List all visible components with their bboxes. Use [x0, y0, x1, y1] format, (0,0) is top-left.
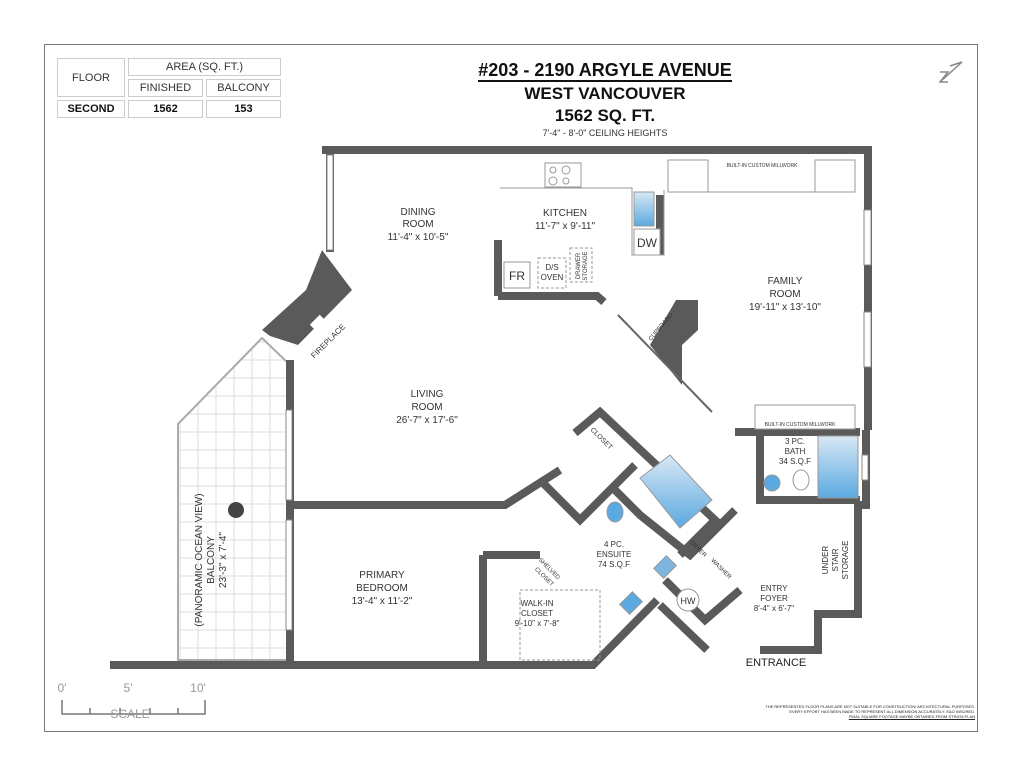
disclaimer-line-2: EVERY EFFORT HAS BEEN MADE TO REPRESENT … — [789, 709, 975, 714]
ceiling-heights: 7'-4" - 8'-0" CEILING HEIGHTS — [542, 128, 668, 138]
floor-value: SECOND — [57, 100, 125, 118]
dining-dim: 11'-4" x 10'-5" — [388, 232, 449, 243]
ensuite-toilet-icon — [606, 501, 624, 523]
millwork-label-2: BUILT-IN CUSTOM MILLWORK — [765, 422, 837, 428]
scale-tick-5: 5' — [124, 681, 133, 695]
walkin-dim: 9'-10" x 7'-8" — [515, 619, 560, 628]
fridge — [503, 261, 531, 289]
millwork — [754, 404, 856, 430]
bath-label-2: BATH — [785, 447, 806, 456]
balcony-post — [228, 502, 244, 518]
window — [863, 209, 872, 266]
ensuite-dim: 74 S.Q.F — [598, 560, 630, 569]
bath-sink-icon — [763, 474, 781, 492]
window — [861, 454, 869, 481]
foyer-label-2: FOYER — [760, 594, 788, 603]
balcony-label: BALCONY — [206, 536, 217, 584]
fireplace-label: FIREPLACE — [309, 322, 347, 360]
ensuite-sink-icon — [652, 554, 678, 580]
disclaimer-line-1: THE REPRESENTED FLOOR PLANS ARE NOT SUIT… — [765, 704, 975, 709]
ensuite-sink-icon — [618, 590, 644, 616]
address-title: #203 - 2190 ARGYLE AVENUE — [478, 60, 732, 82]
living-label-2: ROOM — [411, 402, 442, 413]
dining-label-2: ROOM — [402, 219, 433, 230]
storage-label-2: STAIR — [831, 548, 840, 571]
dishwasher — [633, 228, 661, 256]
storage-label: UNDER — [821, 546, 830, 575]
family-dim: 19'-11" x 13'-10" — [749, 302, 821, 313]
cupboard-label: CUPBOARD — [648, 312, 675, 342]
foyer-label: ENTRY — [761, 584, 789, 593]
fireplace — [262, 250, 352, 345]
balcony-dim: 23'-3" x 7'-4" — [218, 532, 229, 588]
washer-label: WASHER — [709, 558, 732, 581]
finished-value: 1562 — [128, 100, 203, 118]
balcony-value: 153 — [206, 100, 281, 118]
window — [863, 311, 872, 368]
sheet-border — [44, 44, 978, 732]
drawer-label: DRAWER — [576, 252, 582, 279]
entrance-label: ENTRANCE — [746, 657, 807, 669]
oven — [537, 257, 567, 289]
ensuite-label: 4 PC. — [604, 540, 624, 549]
drawer-storage — [569, 247, 593, 283]
storage-label-3: STORAGE — [841, 541, 850, 580]
dishwasher-label: DW — [637, 236, 658, 250]
scale-tick-10: 10' — [190, 681, 206, 695]
toilet-icon — [792, 469, 810, 491]
window — [285, 519, 293, 631]
disclaimer: THE REPRESENTED FLOOR PLANS ARE NOT SUIT… — [760, 704, 975, 719]
millwork — [814, 159, 856, 193]
closet-label: CLOSET — [589, 427, 614, 452]
kitchen-label: KITCHEN — [543, 208, 587, 219]
bath-label: 3 PC. — [785, 437, 805, 446]
dining-label: DINING — [401, 207, 436, 218]
kitchen-dim: 11'-7" x 9'-11" — [535, 221, 595, 232]
window — [285, 409, 293, 501]
balcony-header: BALCONY — [206, 79, 281, 97]
fridge-label: FR — [509, 269, 525, 283]
area-table: FLOOR AREA (SQ. FT.) FINISHED BALCONY SE… — [54, 55, 284, 121]
water-heater — [676, 588, 700, 612]
drawer-label-2: STORAGE — [583, 251, 589, 280]
scale-label: SCALE — [110, 707, 149, 721]
finished-header: FINISHED — [128, 79, 203, 97]
balcony-area — [177, 336, 288, 661]
cupboard-block — [650, 300, 698, 385]
family-label: FAMILY — [768, 276, 803, 287]
sink-icon — [633, 191, 655, 227]
city-title: WEST VANCOUVER — [524, 84, 686, 103]
family-label-2: ROOM — [769, 289, 800, 300]
bath-dim: 34 S.Q.F — [779, 457, 811, 466]
primary-label-2: BEDROOM — [356, 583, 408, 594]
walkin-label-2: CLOSET — [521, 609, 553, 618]
oven-label-2: OVEN — [541, 273, 564, 282]
millwork — [667, 159, 709, 193]
window — [326, 154, 334, 251]
oven-label: D/S — [545, 263, 558, 272]
scale-bar — [61, 700, 206, 715]
water-heater-label: HW — [681, 596, 696, 606]
living-dim: 26'-7" x 17'-6" — [396, 415, 458, 426]
primary-dim: 13'-4" x 11'-2" — [352, 596, 413, 607]
balcony-note: (PANORAMIC OCEAN VIEW) — [194, 493, 205, 626]
ensuite-shower — [639, 454, 713, 529]
ensuite-label-2: ENSUITE — [597, 550, 632, 559]
foyer-dim: 8'-4" x 6'-7" — [754, 604, 794, 613]
area-header: AREA (SQ. FT.) — [128, 58, 281, 76]
primary-label: PRIMARY — [359, 570, 405, 581]
shower — [817, 435, 859, 499]
total-area: 1562 SQ. FT. — [554, 106, 656, 125]
millwork-label: BUILT-IN CUSTOM MILLWORK — [727, 163, 799, 169]
dryer-label: DRYER — [688, 540, 707, 559]
floor-header: FLOOR — [57, 58, 125, 97]
north-arrow-icon — [938, 61, 963, 83]
disclaimer-line-3: FINAL SQUARE FOOTAGE MAYBE OBTAINED FROM… — [848, 714, 975, 719]
walkin-label: WALK-IN — [520, 599, 553, 608]
living-label: LIVING — [411, 389, 444, 400]
scale-tick-0: 0' — [58, 681, 67, 695]
